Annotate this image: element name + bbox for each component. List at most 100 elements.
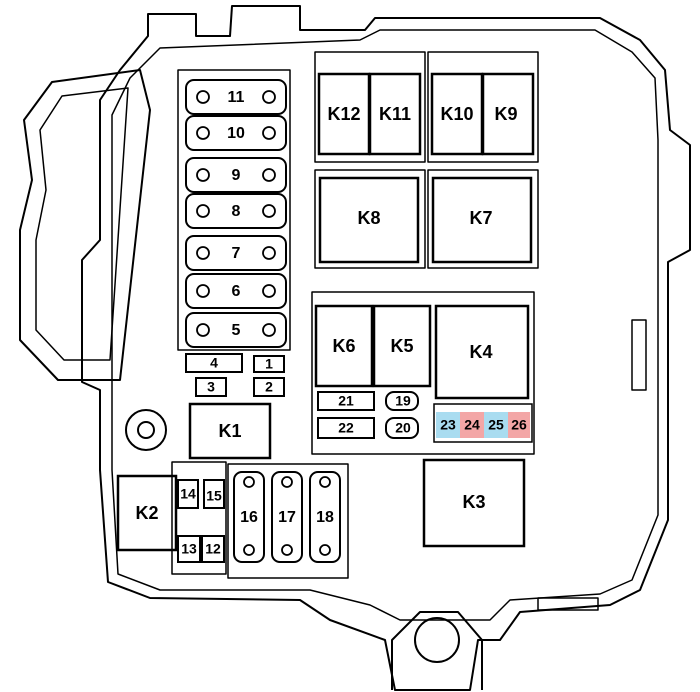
screw-icon <box>196 204 210 218</box>
relay-k4-label: K4 <box>469 342 492 362</box>
relay-k9-label: K9 <box>494 104 517 124</box>
relay-k1-label: K1 <box>218 421 241 441</box>
fuse-2-body <box>253 377 285 397</box>
fuse-11-body <box>185 79 287 115</box>
fuse-13-label: 13 <box>181 541 197 557</box>
relay-group-k12-k11-frame <box>314 51 426 163</box>
relay-k7 <box>431 176 533 264</box>
relay-k7-label: K7 <box>469 208 492 228</box>
bottom-mount <box>391 611 483 690</box>
relay-k6 <box>314 304 374 388</box>
bottom-fuse-frame <box>227 463 349 579</box>
fuse-17-body <box>271 471 303 563</box>
relay-k6-label: K6 <box>332 336 355 356</box>
relay-k8-frame <box>314 169 426 269</box>
fuse-20-body <box>385 417 419 439</box>
left-latch <box>19 69 151 381</box>
relay-k10-label: K10 <box>440 104 473 124</box>
fuse-10-label: 10 <box>227 125 245 142</box>
fuse-23-26-frame <box>433 403 533 443</box>
fuse-16-label: 16 <box>240 509 258 526</box>
screw-icon <box>196 284 210 298</box>
screw-icon <box>281 544 293 556</box>
screw-icon <box>281 476 293 488</box>
screw-icon <box>262 323 276 337</box>
fuse-6-body <box>185 273 287 309</box>
fuse-23-label: 23 <box>440 417 456 433</box>
fuse-3-label: 3 <box>207 379 215 395</box>
screw-icon <box>243 544 255 556</box>
relay-k3-label: K3 <box>462 492 485 512</box>
fuse-22-label: 22 <box>338 420 354 436</box>
screw-icon <box>262 168 276 182</box>
fuse-18-body <box>309 471 341 563</box>
fuse-20-label: 20 <box>395 420 411 436</box>
fuse-column-frame <box>177 69 291 351</box>
screw-icon <box>196 323 210 337</box>
fuse-25-highlight <box>484 412 508 438</box>
relay-k2-label: K2 <box>135 503 158 523</box>
mounting-screw <box>137 421 155 439</box>
fuse-26-highlight <box>508 412 530 438</box>
fuse-13-body <box>177 535 201 563</box>
screw-icon <box>262 246 276 260</box>
screw-icon <box>319 544 331 556</box>
fuse-14-label: 14 <box>180 486 196 502</box>
fuse-12-label: 12 <box>205 541 221 557</box>
left-latch-inner <box>35 87 129 361</box>
fuse-15-body <box>203 479 225 509</box>
fuse-1-body <box>253 355 285 373</box>
fuse-19-body <box>385 391 419 411</box>
relay-k9 <box>481 72 535 156</box>
relay-k2 <box>116 474 178 552</box>
fuse-11-label: 11 <box>228 89 245 106</box>
relay-k1 <box>188 402 272 460</box>
housing-outline <box>81 5 691 691</box>
fuse-8-body <box>185 193 287 229</box>
screw-icon <box>262 126 276 140</box>
bottom-mount-hole <box>414 617 460 663</box>
fuse-4-body <box>185 353 243 373</box>
fuse-5-label: 5 <box>232 322 241 339</box>
fuse-9-body <box>185 157 287 193</box>
fuse-21-body <box>317 391 375 411</box>
fuse-8-label: 8 <box>232 203 241 220</box>
fuse-5-body <box>185 312 287 348</box>
fuse-2-label: 2 <box>265 379 273 395</box>
fuse-26-label: 26 <box>511 417 527 433</box>
fuse-7-label: 7 <box>232 245 241 262</box>
fuse-12-body <box>201 535 225 563</box>
screw-icon <box>196 126 210 140</box>
fuse-10-body <box>185 115 287 151</box>
relay-k5 <box>372 304 432 388</box>
fuse-14-body <box>177 479 199 509</box>
screw-icon <box>243 476 255 488</box>
housing-inner-outline <box>111 29 659 621</box>
relay-k8-label: K8 <box>357 208 380 228</box>
fuse-9-label: 9 <box>232 167 241 184</box>
relay-k7-frame <box>427 169 539 269</box>
relay-k8 <box>318 176 420 264</box>
fuse-1-label: 1 <box>265 356 273 372</box>
mounting-boss <box>125 409 167 451</box>
fuse-17-label: 17 <box>278 509 296 526</box>
right-side-tab <box>631 319 647 391</box>
relay-group-k10-k9-frame <box>427 51 539 163</box>
relay-k11 <box>368 72 422 156</box>
relay-k12-label: K12 <box>327 104 360 124</box>
fuse-15-label: 15 <box>206 488 222 504</box>
bottom-right-clip <box>537 597 599 611</box>
screw-icon <box>262 204 276 218</box>
fuse-25-label: 25 <box>488 417 504 433</box>
screw-icon <box>319 476 331 488</box>
fuse-22-body <box>317 417 375 439</box>
screw-icon <box>196 90 210 104</box>
fuse-24-label: 24 <box>464 417 480 433</box>
screw-icon <box>262 284 276 298</box>
relay-k11-label: K11 <box>379 104 411 124</box>
fuse-3-body <box>195 377 227 397</box>
fuse-7-body <box>185 235 287 271</box>
screw-icon <box>262 90 276 104</box>
fuse-18-label: 18 <box>316 509 334 526</box>
